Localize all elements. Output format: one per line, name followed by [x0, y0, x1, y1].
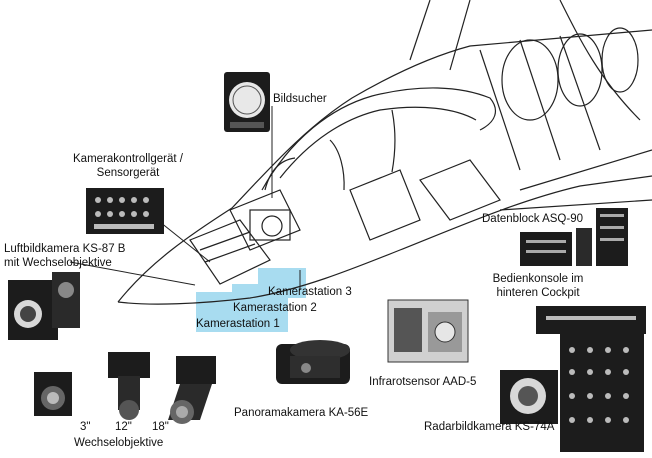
datenblock-device [520, 208, 628, 266]
label-luftbildkamera: Luftbildkamera KS-87 B mit Wechselobjekt… [4, 242, 125, 270]
kamerakontroll-device [86, 188, 164, 234]
label-lens-3: 3" [80, 421, 91, 433]
radarbildkamera-device [500, 370, 558, 424]
label-lens-18: 18" [152, 421, 169, 433]
label-station2: Kamerastation 2 [233, 302, 317, 314]
label-datenblock: Datenblock ASQ-90 [482, 213, 584, 225]
label-infrarotsensor: Infrarotsensor AAD-5 [369, 376, 477, 388]
label-station3: Kamerastation 3 [268, 286, 352, 298]
label-bedienkonsole-line2: hinteren Cockpit [496, 287, 580, 299]
label-lens-12: 12" [115, 421, 132, 433]
bedienkonsole-device [536, 306, 646, 452]
bildsucher-device [224, 72, 270, 132]
label-kamerakontroll-line2: Sensorgerät [96, 167, 160, 179]
label-luftbildkamera-line1: Luftbildkamera KS-87 B [4, 243, 126, 255]
lens-18-device [168, 356, 216, 424]
label-bedienkonsole-line1: Bedienkonsole im [492, 273, 584, 285]
label-kamerakontroll-line1: Kamerakontrollgerät / [73, 153, 183, 165]
label-kamerakontroll: Kamerakontrollgerät / Sensorgerät [62, 152, 194, 180]
label-luftbildkamera-line2: mit Wechselobjektive [4, 257, 112, 269]
aircraft-outline [117, 0, 652, 305]
ks87-camera-device [8, 272, 80, 340]
panorama-camera-device [276, 340, 350, 384]
lens-12-device [108, 352, 150, 420]
label-bedienkonsole: Bedienkonsole im hinteren Cockpit [480, 272, 596, 300]
label-wechselobjektive: Wechselobjektive [74, 437, 164, 449]
label-station1: Kamerastation 1 [196, 318, 280, 330]
lens-3-device [34, 372, 72, 416]
label-radarbildkamera: Radarbildkamera KS-74A [424, 421, 555, 433]
label-bildsucher: Bildsucher [273, 93, 327, 105]
label-panoramakamera: Panoramakamera KA-56E [234, 407, 369, 419]
infrarot-sensor-device [387, 299, 469, 363]
